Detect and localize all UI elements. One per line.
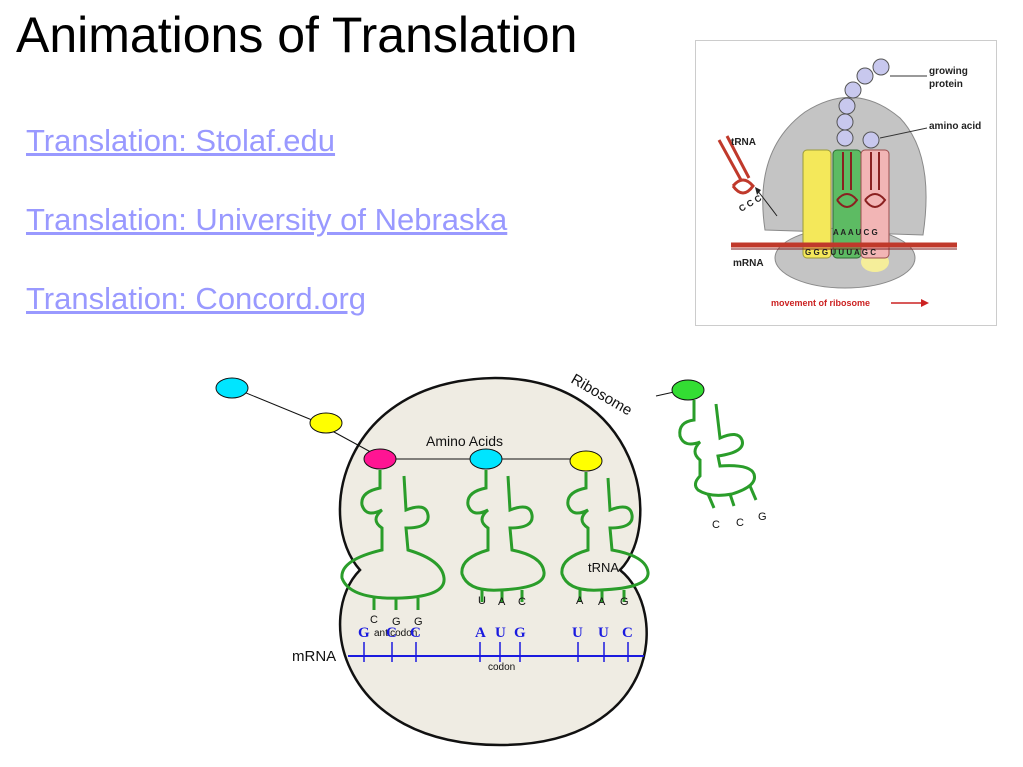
amino-acid-cyan	[469, 448, 503, 470]
amino-acid-yellow	[569, 450, 603, 472]
anticodon-1-base-3: G	[414, 616, 423, 628]
anticodon-3-base-1: A	[576, 595, 584, 607]
codon-3-base-1: U	[572, 625, 583, 641]
amino-acid-yellow-outer	[309, 412, 343, 434]
trna-3	[560, 472, 650, 602]
codon-2-base-3: G	[514, 625, 526, 641]
exit-arrowhead	[755, 187, 761, 195]
free-trna-base-2: C	[736, 517, 744, 529]
free-trna-base-3: G	[758, 511, 767, 523]
peptide-bond-outer	[233, 387, 313, 421]
amino-acid-green	[671, 379, 705, 401]
free-aa-link	[655, 391, 675, 397]
codon-3-base-2: U	[598, 625, 609, 641]
inset-anticodon-bases: A A A U C G	[833, 228, 878, 237]
site-p	[832, 149, 862, 259]
codon-2-base-2: U	[495, 625, 506, 641]
anticodon-2-base-3: C	[518, 596, 526, 608]
anticodon-2-base-2: A	[498, 596, 506, 608]
free-trna-base-1: C	[712, 519, 720, 531]
ribosome-inset-figure: growing protein amino acid tRNA C C C A …	[695, 40, 997, 326]
site-a	[860, 149, 890, 259]
protein-bead	[844, 81, 862, 99]
site-trna-strands	[836, 152, 887, 208]
mrna-ticks	[363, 642, 629, 662]
codon-1-base-2: C	[386, 625, 397, 641]
anticodon-3-base-2: A	[598, 596, 606, 608]
link-concord[interactable]: Translation: Concord.org	[26, 281, 367, 316]
codon-1-base-3: C	[410, 625, 421, 641]
amino-acid-cyan-outer	[215, 377, 249, 399]
protein-bead	[836, 113, 854, 131]
label-amino-acids: Amino Acids	[426, 433, 503, 449]
link-nebraska[interactable]: Translation: University of Nebraska	[26, 202, 508, 237]
label-codon: codon	[488, 662, 515, 673]
slide-title: Animations of Translation	[16, 7, 578, 63]
protein-bead	[872, 58, 890, 76]
label-movement: movement of ribosome	[771, 298, 870, 308]
protein-bead	[838, 97, 856, 115]
translation-diagram: Ribosome Amino Acids C G G anticodon U A…	[215, 371, 767, 747]
label-mrna-main: mRNA	[292, 648, 336, 665]
label-protein: protein	[929, 79, 963, 90]
link-stolaf[interactable]: Translation: Stolaf.edu	[26, 123, 336, 158]
trna-2	[460, 470, 546, 602]
label-growing: growing	[929, 66, 968, 77]
label-amino-acid: amino acid	[929, 121, 981, 132]
label-mrna: mRNA	[733, 258, 764, 269]
movement-arrowhead	[921, 299, 929, 307]
codon-1-base-1: G	[358, 625, 370, 641]
protein-bead	[856, 67, 874, 85]
anticodon-1-base-2: G	[392, 616, 401, 628]
label-anticodon: anticodon	[374, 628, 417, 639]
trna-1	[340, 470, 446, 610]
departing-trna	[717, 135, 755, 195]
anticodon-1-base-1: C	[370, 614, 378, 626]
leader-amino-acid	[879, 127, 928, 139]
amino-acid-bead	[862, 131, 880, 149]
free-trna	[678, 400, 758, 509]
anticodon-3-base-3: G	[620, 596, 629, 608]
protein-bead	[836, 129, 854, 147]
anticodon-2-base-1: U	[478, 595, 486, 607]
codon-2-base-1: A	[475, 625, 486, 641]
inset-mrna-bases: G G G U U U A G C	[805, 248, 876, 257]
label-trna: tRNA	[731, 137, 756, 148]
amino-acid-magenta	[363, 448, 397, 470]
label-trna-main: tRNA	[588, 560, 619, 575]
site-e	[802, 149, 832, 259]
codon-3-base-3: C	[622, 625, 633, 641]
